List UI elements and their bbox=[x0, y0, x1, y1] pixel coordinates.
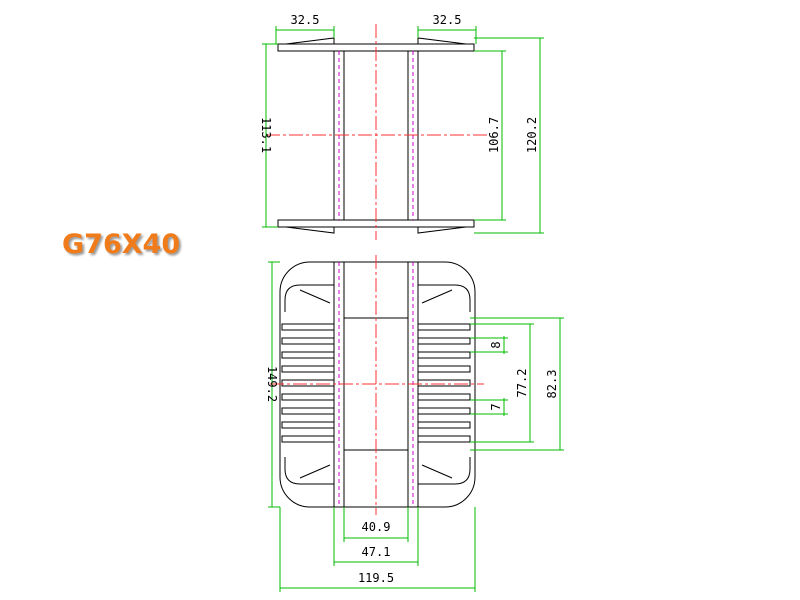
dim-core-width-inner: 40.9 bbox=[362, 520, 391, 534]
flange-tab-bottom-left bbox=[285, 226, 335, 234]
dim-flange-right: 32.5 bbox=[433, 13, 462, 27]
dim-outer-span: 82.3 bbox=[545, 370, 559, 399]
dim-flange-left: 32.5 bbox=[291, 13, 320, 27]
body-outline bbox=[279, 261, 476, 508]
flange-tab-top-right bbox=[417, 37, 467, 45]
bottom-dimensions bbox=[268, 261, 564, 592]
bottom-view bbox=[279, 261, 476, 508]
dim-bottom-height: 149.2 bbox=[265, 366, 279, 402]
dim-inner-span: 77.2 bbox=[515, 369, 529, 398]
top-dimensions bbox=[262, 26, 544, 234]
dim-core-width-outer: 47.1 bbox=[362, 545, 391, 559]
top-centerlines bbox=[266, 24, 488, 240]
flange-tab-bottom-right bbox=[417, 226, 467, 234]
dim-slot-width: 7 bbox=[489, 403, 503, 410]
flange-tab-top-left bbox=[285, 37, 335, 45]
bottom-centerlines bbox=[270, 255, 484, 515]
dim-overall-width: 119.5 bbox=[358, 571, 394, 585]
dim-slot-pitch: 8 bbox=[489, 341, 503, 348]
dim-top-outer-height: 120.2 bbox=[525, 117, 539, 153]
dim-top-inner-height: 106.7 bbox=[487, 117, 501, 153]
dim-top-left-height: 113.1 bbox=[259, 117, 273, 153]
drawing-title: G76X40 bbox=[62, 229, 181, 260]
